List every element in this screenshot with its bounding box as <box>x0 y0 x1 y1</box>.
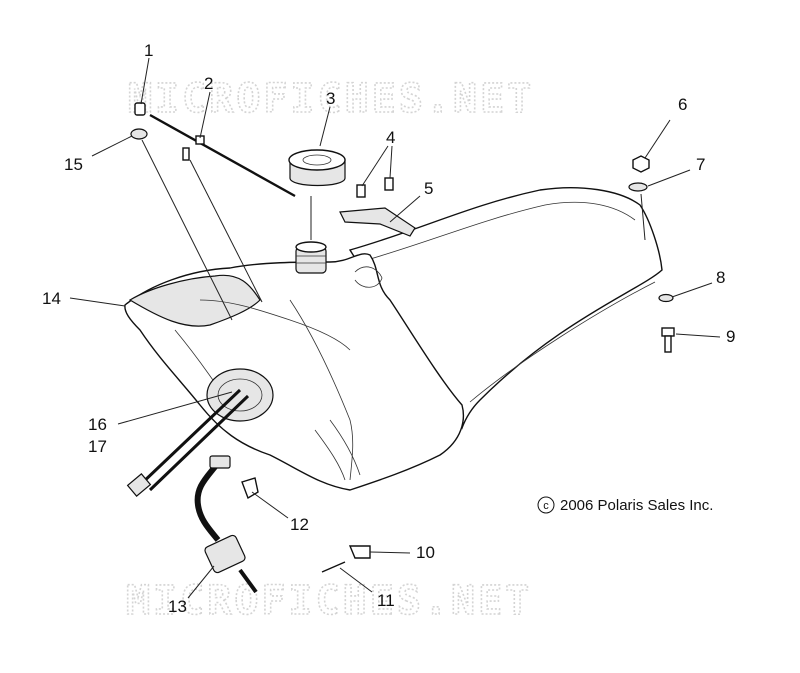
leader-12 <box>251 491 289 519</box>
assembly-line-rod <box>189 159 263 303</box>
callout-15: 15 <box>64 155 83 174</box>
callout-12: 12 <box>290 515 309 534</box>
watermark-bottom: MICROFICHES.NET <box>126 578 532 624</box>
part-washer <box>628 182 648 192</box>
part-screw-b <box>384 177 394 191</box>
part-washer-lower <box>658 293 674 303</box>
copyright-symbol-icon <box>537 496 555 514</box>
watermark-top: MICROFICHES.NET <box>128 76 534 122</box>
leader-14 <box>69 297 126 307</box>
part-vent-rod <box>149 113 296 198</box>
part-fuel-filter-line <box>194 455 258 594</box>
part-cable-tie <box>321 561 346 573</box>
callout-2: 2 <box>204 74 213 93</box>
leader-10 <box>369 551 411 554</box>
callout-17: 17 <box>88 437 107 456</box>
leader-4a <box>361 145 389 187</box>
part-rod-bolt <box>182 147 190 161</box>
callout-11: 11 <box>377 591 395 610</box>
leader-3 <box>319 106 331 147</box>
leader-6 <box>644 119 671 159</box>
assembly-line-grommet <box>141 139 233 321</box>
part-wire-harness <box>126 388 250 497</box>
callout-14: 14 <box>42 289 61 308</box>
callout-10: 10 <box>416 543 435 562</box>
leader-16 <box>117 391 233 425</box>
leader-9 <box>675 333 721 338</box>
callout-1: 1 <box>144 41 153 60</box>
leader-2 <box>199 91 211 139</box>
callout-16: 16 <box>88 415 107 434</box>
part-nut <box>632 155 650 173</box>
leader-13 <box>187 565 215 599</box>
callout-3: 3 <box>326 89 335 108</box>
callout-13: 13 <box>168 597 187 616</box>
assembly-line-nut <box>640 193 646 241</box>
part-screw-a <box>356 184 366 198</box>
callout-5: 5 <box>424 179 433 198</box>
callout-6: 6 <box>678 95 687 114</box>
callout-8: 8 <box>716 268 725 287</box>
part-bolt <box>661 327 675 353</box>
leader-8 <box>671 282 713 298</box>
callout-7: 7 <box>696 155 705 174</box>
part-fitting <box>134 102 146 116</box>
part-bracket <box>339 207 416 237</box>
copyright-text: 2006 Polaris Sales Inc. <box>560 497 713 514</box>
copyright-notice: c 2006 Polaris Sales Inc. <box>537 496 713 514</box>
leader-4b <box>389 145 393 179</box>
leader-15 <box>91 135 133 157</box>
leader-5 <box>389 195 421 223</box>
part-fuel-cap <box>288 149 346 187</box>
callout-9: 9 <box>726 327 735 346</box>
leader-1 <box>140 57 150 105</box>
leader-7 <box>647 169 691 187</box>
copyright-symbol-letter: c <box>543 500 549 512</box>
leader-11 <box>339 567 373 593</box>
callout-4: 4 <box>386 128 395 147</box>
part-grommet <box>130 128 148 140</box>
fuel-tank <box>124 187 663 491</box>
part-clip <box>348 545 371 559</box>
